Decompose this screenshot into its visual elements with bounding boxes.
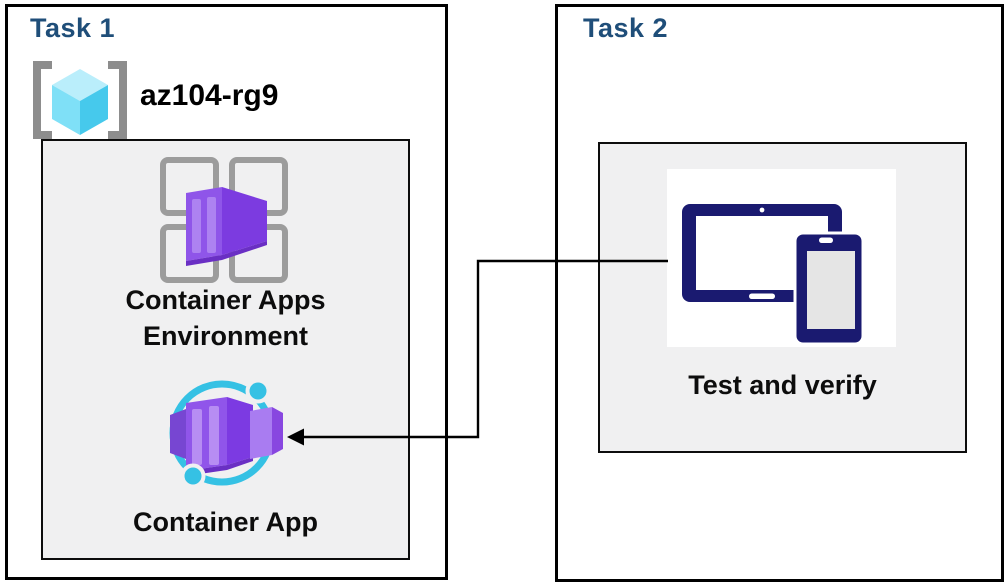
task2-panel: Test and verify: [598, 142, 967, 453]
devices-icon-plate: [667, 169, 896, 347]
resource-group-icon: [33, 61, 127, 139]
app-small-box-right: [272, 407, 283, 455]
env-cube-front: [186, 187, 222, 261]
container-apps-environment-icon: [160, 157, 288, 283]
cube-left-face: [52, 85, 80, 135]
app-ring-dot: [245, 378, 271, 404]
env-cube-stripe: [207, 197, 216, 253]
phone-screen: [807, 251, 855, 329]
container-app-label: Container App: [133, 507, 318, 537]
environment-label: Container Apps Environment: [125, 285, 326, 351]
cube-right-face: [80, 85, 108, 135]
phone-speaker: [819, 237, 833, 243]
tablet-camera: [759, 207, 765, 213]
app-ring-dot: [180, 463, 206, 489]
task2-box: Task 2 Test and verify: [555, 4, 1004, 582]
app-cube-bottom: [227, 457, 253, 470]
task2-title: Task 2: [583, 13, 669, 43]
env-cube-bottom: [222, 241, 267, 260]
app-cube-stripe: [209, 406, 219, 465]
task1-box: Task 1 az104-rg9: [5, 4, 448, 580]
env-cube-stripe: [192, 199, 201, 253]
devices-icon: [682, 204, 865, 346]
app-cube-left-wing: [170, 409, 186, 459]
env-cube-right: [222, 187, 267, 255]
bracket-left: [33, 61, 52, 139]
bracket-right: [108, 61, 127, 139]
container-app-icon: [169, 378, 283, 489]
test-and-verify-label: Test and verify: [688, 370, 877, 400]
env-cube-bottom: [186, 255, 222, 266]
resource-group-name: az104-rg9: [140, 79, 279, 112]
app-cube-stripe: [192, 409, 202, 465]
app-small-box-front: [250, 407, 272, 459]
app-cube-right: [227, 397, 253, 465]
tablet-home-slot: [749, 293, 775, 299]
task1-panel: Container Apps Environment Container App: [41, 139, 410, 560]
task1-title: Task 1: [30, 13, 116, 43]
